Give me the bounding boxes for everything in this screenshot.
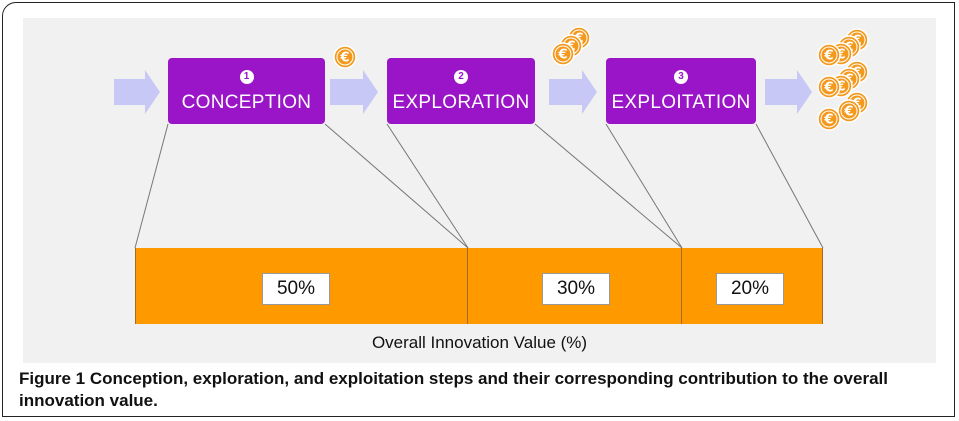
euro-coin-icon: €: [551, 42, 575, 66]
step-label: EXPLOITATION: [611, 92, 751, 113]
value-label-exploration: 30%: [542, 273, 610, 305]
connector-line: [534, 123, 683, 249]
euro-coin-icon: €: [817, 75, 841, 99]
connector-line: [324, 123, 469, 249]
step-label: EXPLORATION: [392, 92, 530, 113]
step-exploration: 2 EXPLORATION: [387, 58, 535, 124]
euro-coin-icon: €: [333, 45, 357, 69]
step-exploitation: 3 EXPLOITATION: [606, 58, 756, 124]
euro-coin-icon: €: [837, 99, 861, 123]
figure-label: Figure 1: [19, 369, 86, 388]
caption-text: Conception, exploration, and exploitatio…: [19, 369, 888, 410]
step-conception: 1 CONCEPTION: [168, 58, 325, 124]
step-number-badge: 1: [239, 70, 254, 84]
euro-coin-icon: €: [817, 43, 841, 67]
value-label-exploitation: 20%: [716, 273, 784, 305]
svg-text:€: €: [823, 49, 833, 64]
svg-text:€: €: [823, 113, 833, 128]
flow-arrow-1: [114, 70, 160, 114]
svg-text:€: €: [557, 48, 567, 63]
value-label-conception: 50%: [262, 273, 330, 305]
svg-text:€: €: [823, 81, 833, 96]
figure-caption: Figure 1 Conception, exploration, and ex…: [19, 368, 939, 412]
flow-arrow-4: [765, 70, 812, 114]
svg-text:€: €: [339, 51, 349, 66]
connector-line: [755, 123, 824, 249]
flow-arrow-2: [330, 70, 378, 114]
flow-arrows: [114, 70, 812, 114]
step-number-badge: 3: [674, 70, 688, 84]
step-number-badge: 2: [454, 70, 468, 84]
connector-lines: [134, 123, 824, 249]
step-label: CONCEPTION: [181, 92, 312, 113]
coin-groups: €€€€€€€€€€€€€€€: [333, 26, 869, 131]
flow-arrow-3: [549, 70, 597, 114]
connector-line: [134, 123, 169, 249]
svg-text:€: €: [843, 105, 853, 120]
euro-coin-icon: €: [817, 107, 841, 131]
connector-line: [605, 123, 683, 249]
x-axis-label: Overall Innovation Value (%): [371, 333, 588, 352]
connector-line: [386, 123, 469, 249]
